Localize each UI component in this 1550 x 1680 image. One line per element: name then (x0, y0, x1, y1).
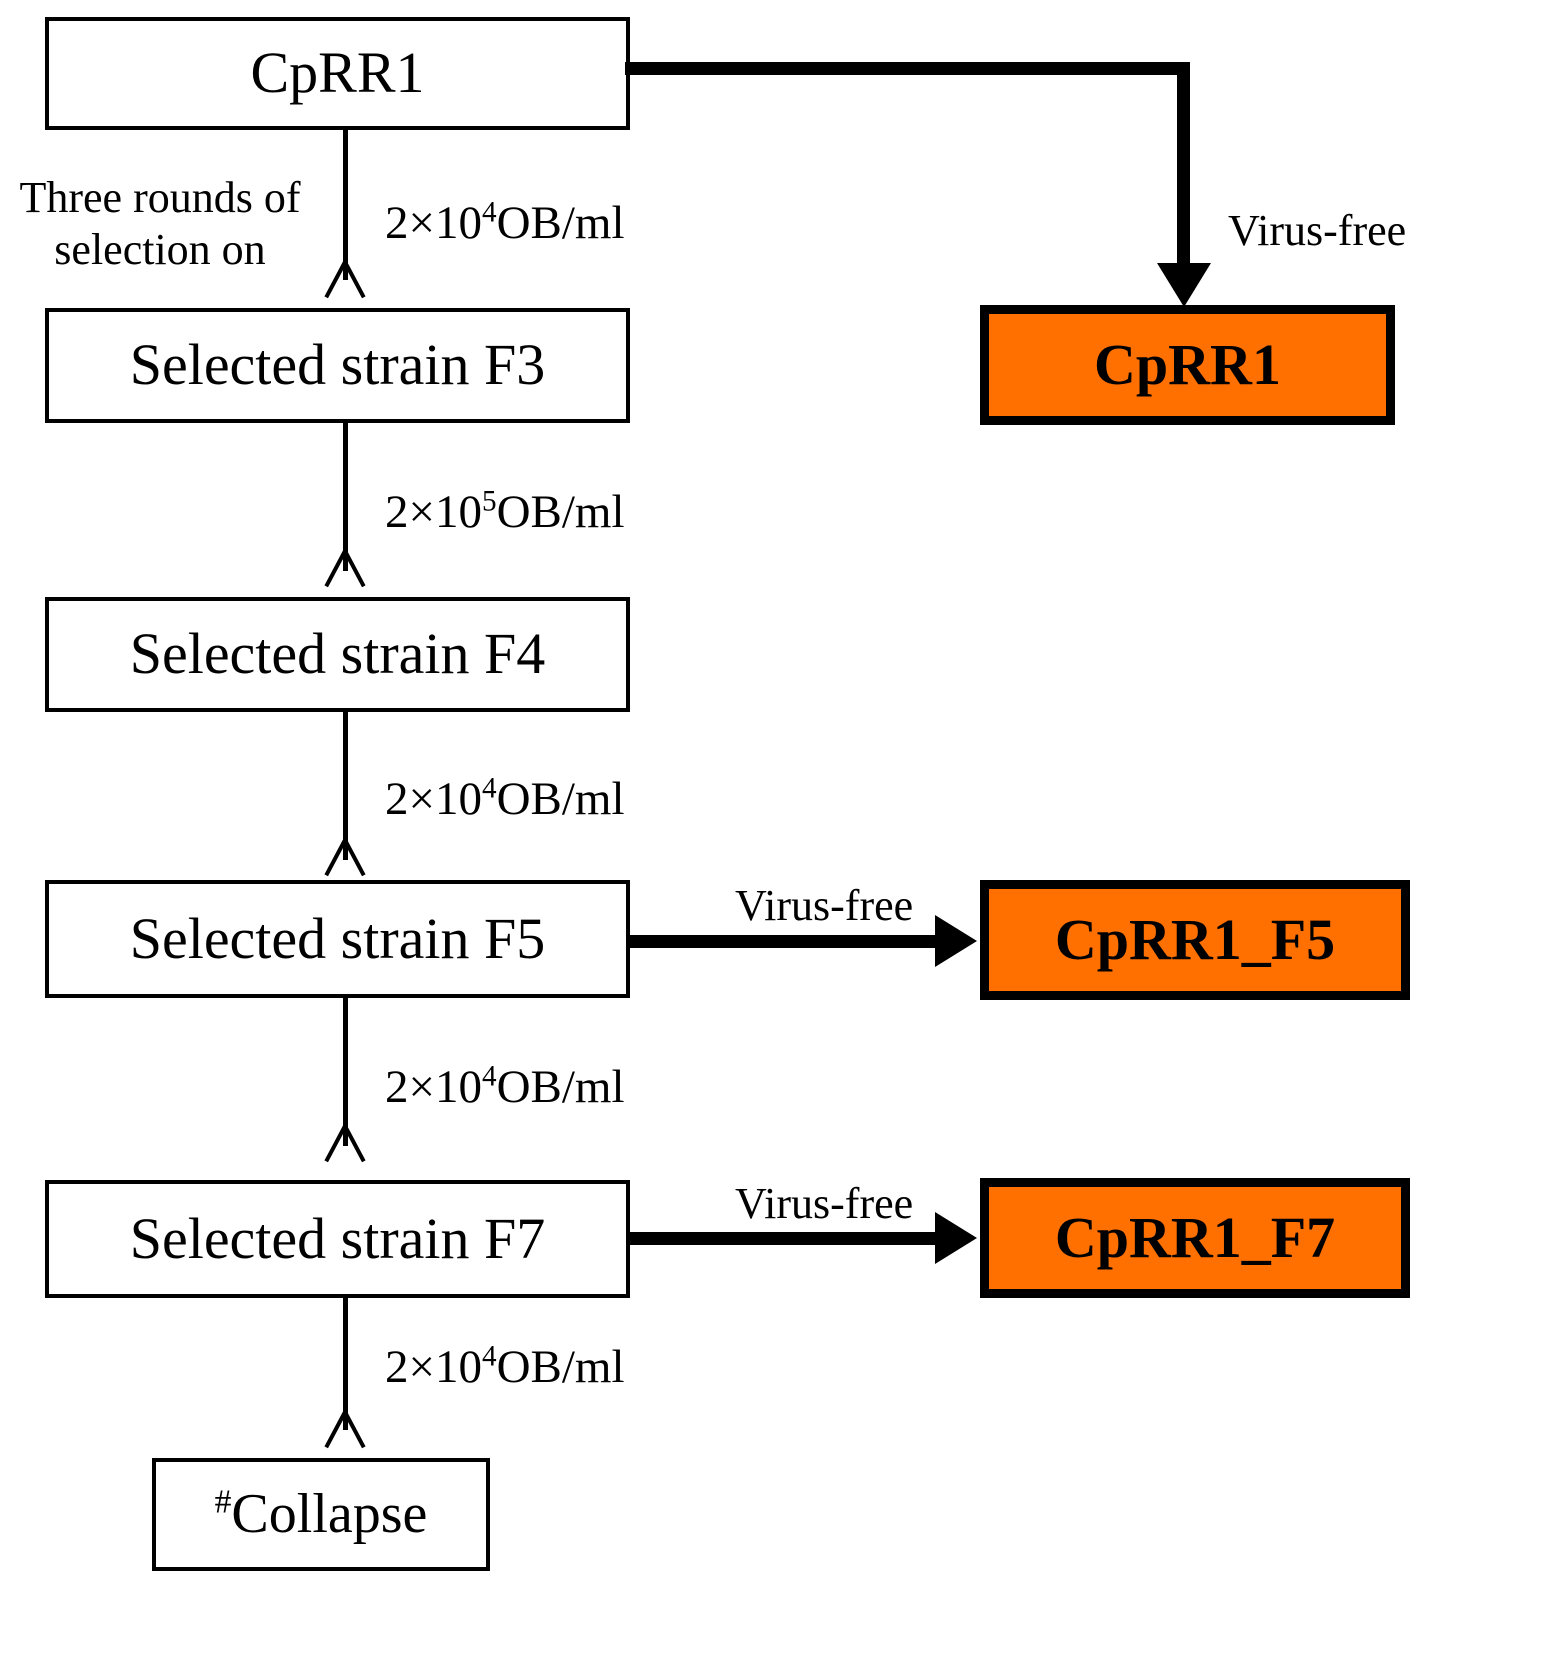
node-strain-f3[interactable]: Selected strain F3 (45, 308, 630, 423)
label-dose-2-base: 2×10 (385, 486, 483, 538)
label-dose-2-exponent: 5 (482, 485, 497, 518)
arrowhead-f7-to-collapse (328, 1412, 362, 1446)
connector-f4-to-f5 (343, 712, 348, 860)
arrowhead-f7-to-product (935, 1212, 977, 1264)
node-collapse-label: #Collapse (215, 1485, 428, 1544)
label-dose-3: 2×104OB/ml (385, 772, 625, 827)
arrowhead-f4-to-f5 (328, 840, 362, 874)
node-collapse[interactable]: #Collapse (152, 1458, 490, 1571)
label-dose-3-base: 2×10 (385, 773, 483, 825)
connector-f3-to-f4 (343, 423, 348, 571)
connector-f5-to-product (630, 935, 940, 948)
label-dose-4-exponent: 4 (482, 1060, 497, 1093)
label-virus-free-top: Virus-free (1228, 206, 1407, 255)
label-dose-5-unit: OB/ml (496, 1341, 625, 1393)
label-dose-5-exponent: 4 (482, 1340, 497, 1373)
node-strain-f7-label: Selected strain F7 (129, 1205, 546, 1271)
arrowhead-f3-to-f4 (328, 551, 362, 585)
label-dose-3-unit: OB/ml (496, 773, 625, 825)
arrowhead-f5-to-product (935, 915, 977, 967)
label-dose-4-base: 2×10 (385, 1061, 483, 1113)
label-dose-1: 2×104OB/ml (385, 196, 625, 251)
node-strain-f4[interactable]: Selected strain F4 (45, 597, 630, 712)
collapse-text: Collapse (231, 1483, 428, 1546)
label-dose-4: 2×104OB/ml (385, 1060, 625, 1115)
arrowhead-f5-to-f7 (328, 1126, 362, 1160)
node-strain-f5-label: Selected strain F5 (129, 905, 546, 971)
label-dose-5-base: 2×10 (385, 1341, 483, 1393)
label-dose-3-exponent: 4 (482, 772, 497, 805)
label-dose-1-base: 2×10 (385, 197, 483, 249)
arrowhead-source-to-f3 (328, 262, 362, 296)
node-product-cprr1[interactable]: CpRR1 (980, 305, 1395, 425)
node-product-cprr1-f5-label: CpRR1_F5 (1054, 906, 1336, 972)
label-dose-2: 2×105OB/ml (385, 485, 625, 540)
collapse-hash-marker: # (214, 1483, 232, 1521)
node-strain-f5[interactable]: Selected strain F5 (45, 880, 630, 998)
label-dose-1-unit: OB/ml (496, 197, 625, 249)
label-selection-note: Three rounds of selection on (19, 173, 301, 274)
label-dose-4-unit: OB/ml (496, 1061, 625, 1113)
connector-f7-to-collapse (343, 1298, 348, 1430)
connector-source-to-product-horizontal (625, 62, 1190, 75)
node-product-cprr1-f7-label: CpRR1_F7 (1054, 1204, 1336, 1270)
node-strain-f3-label: Selected strain F3 (129, 332, 546, 398)
node-product-cprr1-label: CpRR1 (1094, 331, 1281, 397)
label-dose-5: 2×104OB/ml (385, 1340, 625, 1395)
node-product-cprr1-f5[interactable]: CpRR1_F5 (980, 880, 1410, 1000)
label-virus-free-f7: Virus-free (735, 1179, 914, 1228)
node-strain-f7[interactable]: Selected strain F7 (45, 1180, 630, 1298)
connector-source-to-f3 (343, 130, 348, 280)
node-source-cprr1-label: CpRR1 (250, 40, 425, 106)
node-product-cprr1-f7[interactable]: CpRR1_F7 (980, 1178, 1410, 1298)
label-virus-free-f5: Virus-free (735, 881, 914, 930)
arrowhead-source-to-product (1157, 263, 1211, 307)
connector-f7-to-product (630, 1232, 940, 1245)
node-source-cprr1[interactable]: CpRR1 (45, 17, 630, 130)
connector-f5-to-f7 (343, 998, 348, 1146)
label-dose-2-unit: OB/ml (496, 486, 625, 538)
connector-source-to-product-vertical (1177, 62, 1190, 277)
node-strain-f4-label: Selected strain F4 (129, 621, 546, 687)
label-dose-1-exponent: 4 (482, 196, 497, 229)
